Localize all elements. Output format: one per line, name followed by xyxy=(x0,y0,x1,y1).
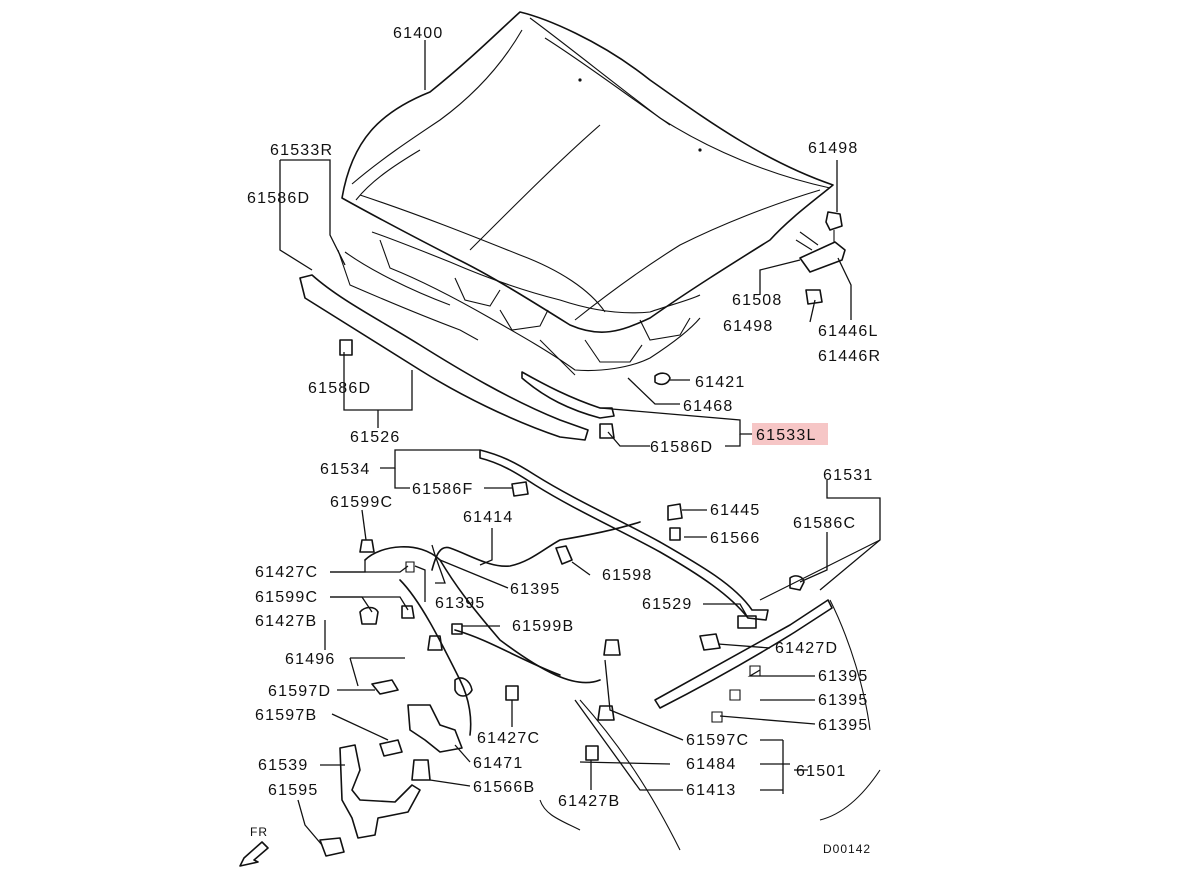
callout-61599b[interactable]: 61599B xyxy=(512,618,574,635)
callout-61586d[interactable]: 61586D xyxy=(308,380,371,397)
callout-61566[interactable]: 61566 xyxy=(710,530,761,547)
callout-61597b[interactable]: 61597B xyxy=(255,707,317,724)
front-direction-indicator: FR xyxy=(239,825,269,867)
callout-61597c[interactable]: 61597C xyxy=(686,732,749,749)
highlight-box-61533l xyxy=(752,423,828,445)
callout-61427b[interactable]: 61427B xyxy=(558,793,620,810)
callout-61597d[interactable]: 61597D xyxy=(268,683,331,700)
callout-61534[interactable]: 61534 xyxy=(320,461,371,478)
callout-61468[interactable]: 61468 xyxy=(683,398,734,415)
callout-61427c[interactable]: 61427C xyxy=(477,730,540,747)
callout-61446r[interactable]: 61446R xyxy=(818,348,881,365)
callout-61395[interactable]: 61395 xyxy=(435,595,486,612)
callout-61445[interactable]: 61445 xyxy=(710,502,761,519)
callout-61413[interactable]: 61413 xyxy=(686,782,737,799)
callout-61446l[interactable]: 61446L xyxy=(818,323,879,340)
latch-cable-illustration xyxy=(319,339,881,857)
callout-61400[interactable]: 61400 xyxy=(393,25,444,42)
callout-61427c[interactable]: 61427C xyxy=(255,564,318,581)
callout-61599c[interactable]: 61599C xyxy=(255,589,318,606)
callout-61533l[interactable]: 61533L xyxy=(756,427,817,444)
hood-hinge-illustration xyxy=(654,211,846,386)
callout-61427b[interactable]: 61427B xyxy=(255,613,317,630)
callout-61421[interactable]: 61421 xyxy=(695,374,746,391)
callout-61531[interactable]: 61531 xyxy=(823,467,874,484)
callout-61496[interactable]: 61496 xyxy=(285,651,336,668)
callout-61501[interactable]: 61501 xyxy=(796,763,847,780)
leader-lines xyxy=(279,40,881,846)
callout-61533r[interactable]: 61533R xyxy=(270,142,333,159)
callout-61395[interactable]: 61395 xyxy=(510,581,561,598)
callout-61498[interactable]: 61498 xyxy=(808,140,859,157)
callout-61395[interactable]: 61395 xyxy=(818,692,869,709)
callout-61526[interactable]: 61526 xyxy=(350,429,401,446)
callout-61598[interactable]: 61598 xyxy=(602,567,653,584)
callout-61508[interactable]: 61508 xyxy=(732,292,783,309)
callout-61539[interactable]: 61539 xyxy=(258,757,309,774)
callout-61471[interactable]: 61471 xyxy=(473,755,524,772)
callout-labels: 61400 61533R 61586D 61586D 61526 61498 6… xyxy=(247,25,881,856)
callout-61484[interactable]: 61484 xyxy=(686,756,737,773)
diagram-code: D00142 xyxy=(823,842,871,856)
hood-panel-illustration xyxy=(341,11,834,376)
callout-61395[interactable]: 61395 xyxy=(818,717,869,734)
callout-61566b[interactable]: 61566B xyxy=(473,779,535,796)
callout-61599c[interactable]: 61599C xyxy=(330,494,393,511)
hood-seal-illustration xyxy=(299,249,615,441)
callout-61427d[interactable]: 61427D xyxy=(775,640,838,657)
callout-61586f[interactable]: 61586F xyxy=(412,481,473,498)
callout-61498[interactable]: 61498 xyxy=(723,318,774,335)
callout-61529[interactable]: 61529 xyxy=(642,596,693,613)
front-label: FR xyxy=(250,825,268,839)
callout-61586d[interactable]: 61586D xyxy=(650,439,713,456)
callout-61595[interactable]: 61595 xyxy=(268,782,319,799)
callout-61586d[interactable]: 61586D xyxy=(247,190,310,207)
callout-61395[interactable]: 61395 xyxy=(818,668,869,685)
callout-61586c[interactable]: 61586C xyxy=(793,515,856,532)
callout-61414[interactable]: 61414 xyxy=(463,509,514,526)
front-arrow-icon xyxy=(239,841,269,867)
